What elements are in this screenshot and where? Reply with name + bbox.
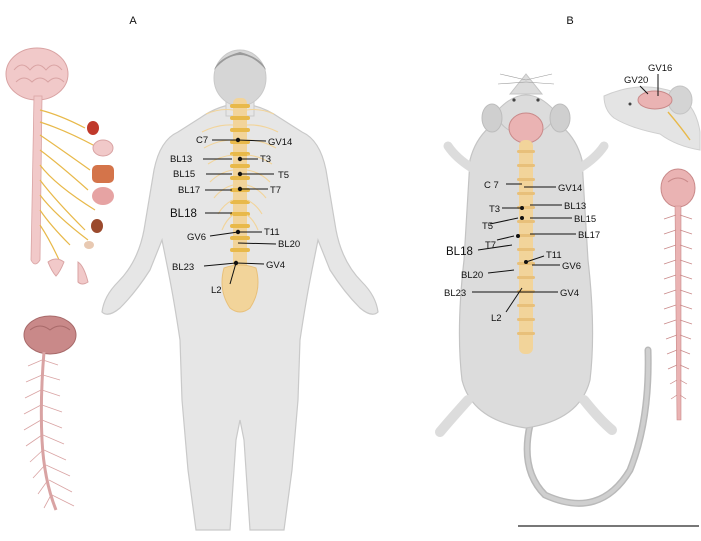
human-point-t11: T11 <box>264 227 280 238</box>
human-point-l2: L2 <box>211 285 222 296</box>
rat-head-point-gv20: GV20 <box>624 75 648 86</box>
human-point-t7: T7 <box>270 185 281 196</box>
human-point-bl13: BL13 <box>170 154 192 165</box>
rat-point-bl18: BL18 <box>446 246 473 258</box>
rat-point-c7: C 7 <box>484 180 499 191</box>
human-point-bl15: BL15 <box>173 169 195 180</box>
rat-point-l2: L2 <box>491 313 502 324</box>
rat-figure <box>435 73 652 507</box>
human-point-gv6: GV6 <box>187 232 206 243</box>
human-acupoint-labels <box>203 139 277 285</box>
panel-label-a: A <box>129 15 137 27</box>
human-point-bl23: BL23 <box>172 262 194 273</box>
human-point-gv14: GV14 <box>268 137 292 148</box>
rat-point-gv4: GV4 <box>560 288 579 299</box>
rat-head-point-gv16: GV16 <box>648 63 672 74</box>
human-point-t5: T5 <box>278 170 289 181</box>
rat-point-gv14: GV14 <box>558 183 582 194</box>
human-point-c7: C7 <box>196 135 208 146</box>
rat-point-gv6: GV6 <box>562 261 581 272</box>
rat-point-bl13: BL13 <box>564 201 586 212</box>
rat-head-side-view <box>603 85 701 151</box>
rat-point-bl20: BL20 <box>461 270 483 281</box>
rat-point-bl15: BL15 <box>574 214 596 225</box>
rat-acupoint-labels <box>472 183 576 313</box>
rat-point-bl17: BL17 <box>578 230 600 241</box>
panel-label-b: B <box>566 15 573 27</box>
human-point-bl20: BL20 <box>278 239 300 250</box>
human-nervous-system-illustration <box>5 47 114 511</box>
human-back-figure <box>101 49 379 531</box>
human-point-bl18: BL18 <box>170 208 197 220</box>
rat-point-t7: T7 <box>485 240 496 251</box>
human-point-gv4: GV4 <box>266 260 285 271</box>
rat-point-t3: T3 <box>489 204 500 215</box>
rat-point-bl23: BL23 <box>444 288 466 299</box>
human-point-bl17: BL17 <box>178 185 200 196</box>
rat-point-t11: T11 <box>546 250 562 261</box>
human-point-t3: T3 <box>260 154 271 165</box>
rat-nervous-system-illustration <box>660 168 696 421</box>
rat-point-t5: T5 <box>482 221 493 232</box>
